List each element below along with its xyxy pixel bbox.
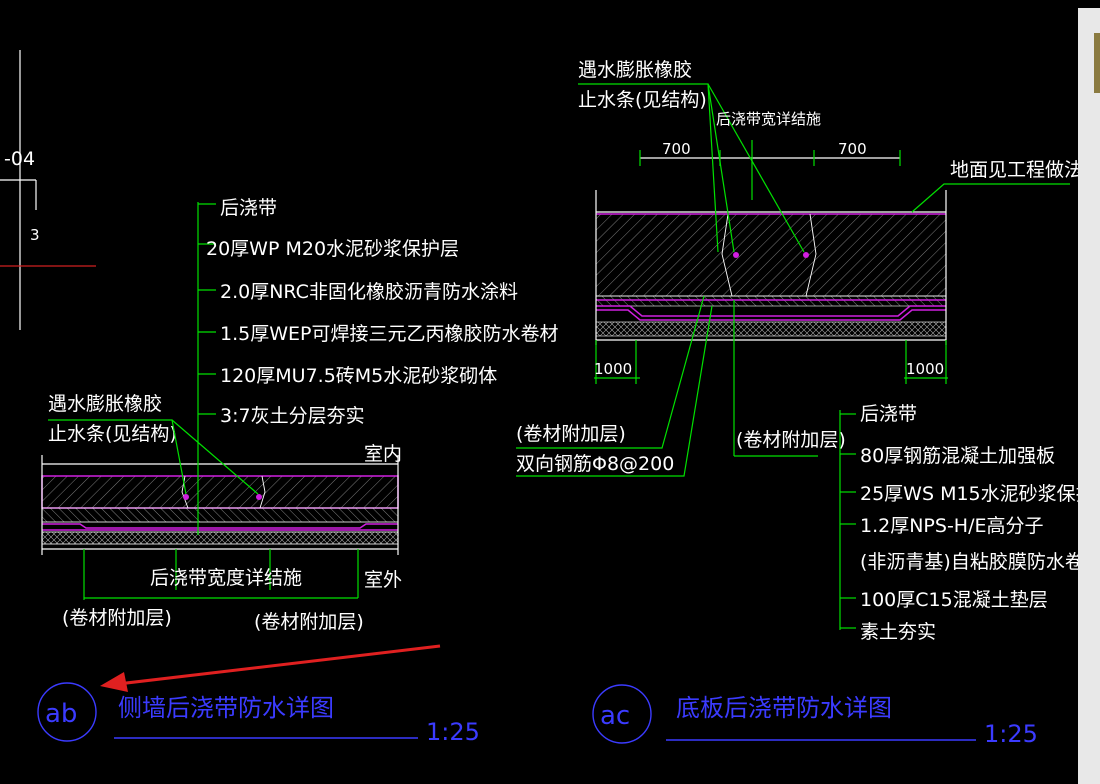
ab-layer-2: 2.0厚NRC非固化橡胶沥青防水涂料	[220, 281, 518, 303]
slab-cushion	[595, 321, 947, 337]
ac-detail-badge: ac	[600, 701, 630, 731]
ab-extra-layer-left: (卷材附加层)	[62, 607, 172, 629]
ab-width-note: 后浇带宽度详结施	[150, 567, 302, 589]
ac-dim-left: 700	[662, 140, 691, 158]
slab-membrane	[596, 305, 946, 317]
detail-ac: 700 700 遇水膨胀橡胶 止水条(见结构) 后浇带宽详结施 地面见工程做法	[516, 59, 1100, 748]
wall-concrete-layer	[41, 475, 399, 509]
wall-brick-layer	[41, 531, 399, 545]
right-edge-panel	[1078, 8, 1100, 784]
slab-mortar	[595, 295, 947, 307]
ac-detail-scale: 1:25	[984, 720, 1038, 748]
wall-membrane	[42, 523, 398, 529]
ac-waterstop-line1: 遇水膨胀橡胶	[578, 59, 692, 81]
detail-ab: 后浇带 20厚WP M20水泥砂浆保护层 2.0厚NRC非固化橡胶沥青防水涂料 …	[37, 197, 558, 746]
ab-detail-scale: 1:25	[426, 718, 480, 746]
ab-layer-4: 120厚MU7.5砖M5水泥砂浆砌体	[220, 365, 497, 387]
ab-detail-title: 侧墙后浇带防水详图	[118, 694, 334, 722]
fragment-label-top: -04	[4, 148, 35, 170]
ac-layer-5: 100厚C15混凝土垫层	[860, 589, 1048, 611]
ab-indoor-label: 室内	[364, 443, 402, 465]
ac-layer-6: 素土夯实	[860, 621, 936, 643]
ac-floor-note: 地面见工程做法	[950, 159, 1083, 181]
ab-extra-layer-right: (卷材附加层)	[254, 611, 364, 633]
ac-extra-left-line1: (卷材附加层)	[516, 423, 626, 445]
left-fragment: -04 3	[0, 50, 96, 330]
wall-mortar-layer	[41, 507, 399, 523]
ac-layer-0: 后浇带	[860, 403, 917, 425]
ac-waterstop-line2: 止水条(见结构)	[578, 89, 707, 111]
ac-layer-3: 1.2厚NPS-H/E高分子	[860, 515, 1044, 537]
ac-layer-1: 80厚钢筋混凝土加强板	[860, 445, 1055, 467]
ab-detail-badge: ab	[45, 699, 77, 729]
fragment-label-num: 3	[30, 226, 40, 244]
ac-detail-badge-circle	[592, 684, 652, 744]
ab-layer-3: 1.5厚WEP可焊接三元乙丙橡胶防水卷材	[220, 323, 558, 345]
ab-waterstop-line2: 止水条(见结构)	[48, 423, 177, 445]
ab-layer-0: 后浇带	[220, 197, 277, 219]
ac-layer-4: (非沥青基)自粘胶膜防水卷材	[860, 551, 1100, 573]
ac-detail-title: 底板后浇带防水详图	[676, 694, 892, 722]
ac-extra-layer-right: (卷材附加层)	[736, 429, 846, 451]
ab-detail-badge-circle	[37, 682, 97, 742]
ac-width-note: 后浇带宽详结施	[716, 110, 821, 128]
ab-outdoor-label: 室外	[364, 569, 402, 591]
ab-layer-5: 3:7灰土分层夯实	[220, 405, 365, 427]
ac-dim-bottom-left: 1000	[594, 360, 632, 378]
panel-thumbnail-icon	[1094, 33, 1100, 93]
ab-layer-1: 20厚WP M20水泥砂浆保护层	[206, 238, 459, 260]
slab-concrete	[595, 213, 947, 297]
ac-extra-left-line2: 双向钢筋Φ8@200	[516, 453, 674, 475]
ac-dim-bottom-right: 1000	[906, 360, 944, 378]
red-annotation-arrow	[100, 644, 441, 692]
ab-waterstop-line1: 遇水膨胀橡胶	[48, 393, 162, 415]
ac-layer-2: 25厚WS M15水泥砂浆保护层	[860, 483, 1100, 505]
ac-dim-right: 700	[838, 140, 867, 158]
